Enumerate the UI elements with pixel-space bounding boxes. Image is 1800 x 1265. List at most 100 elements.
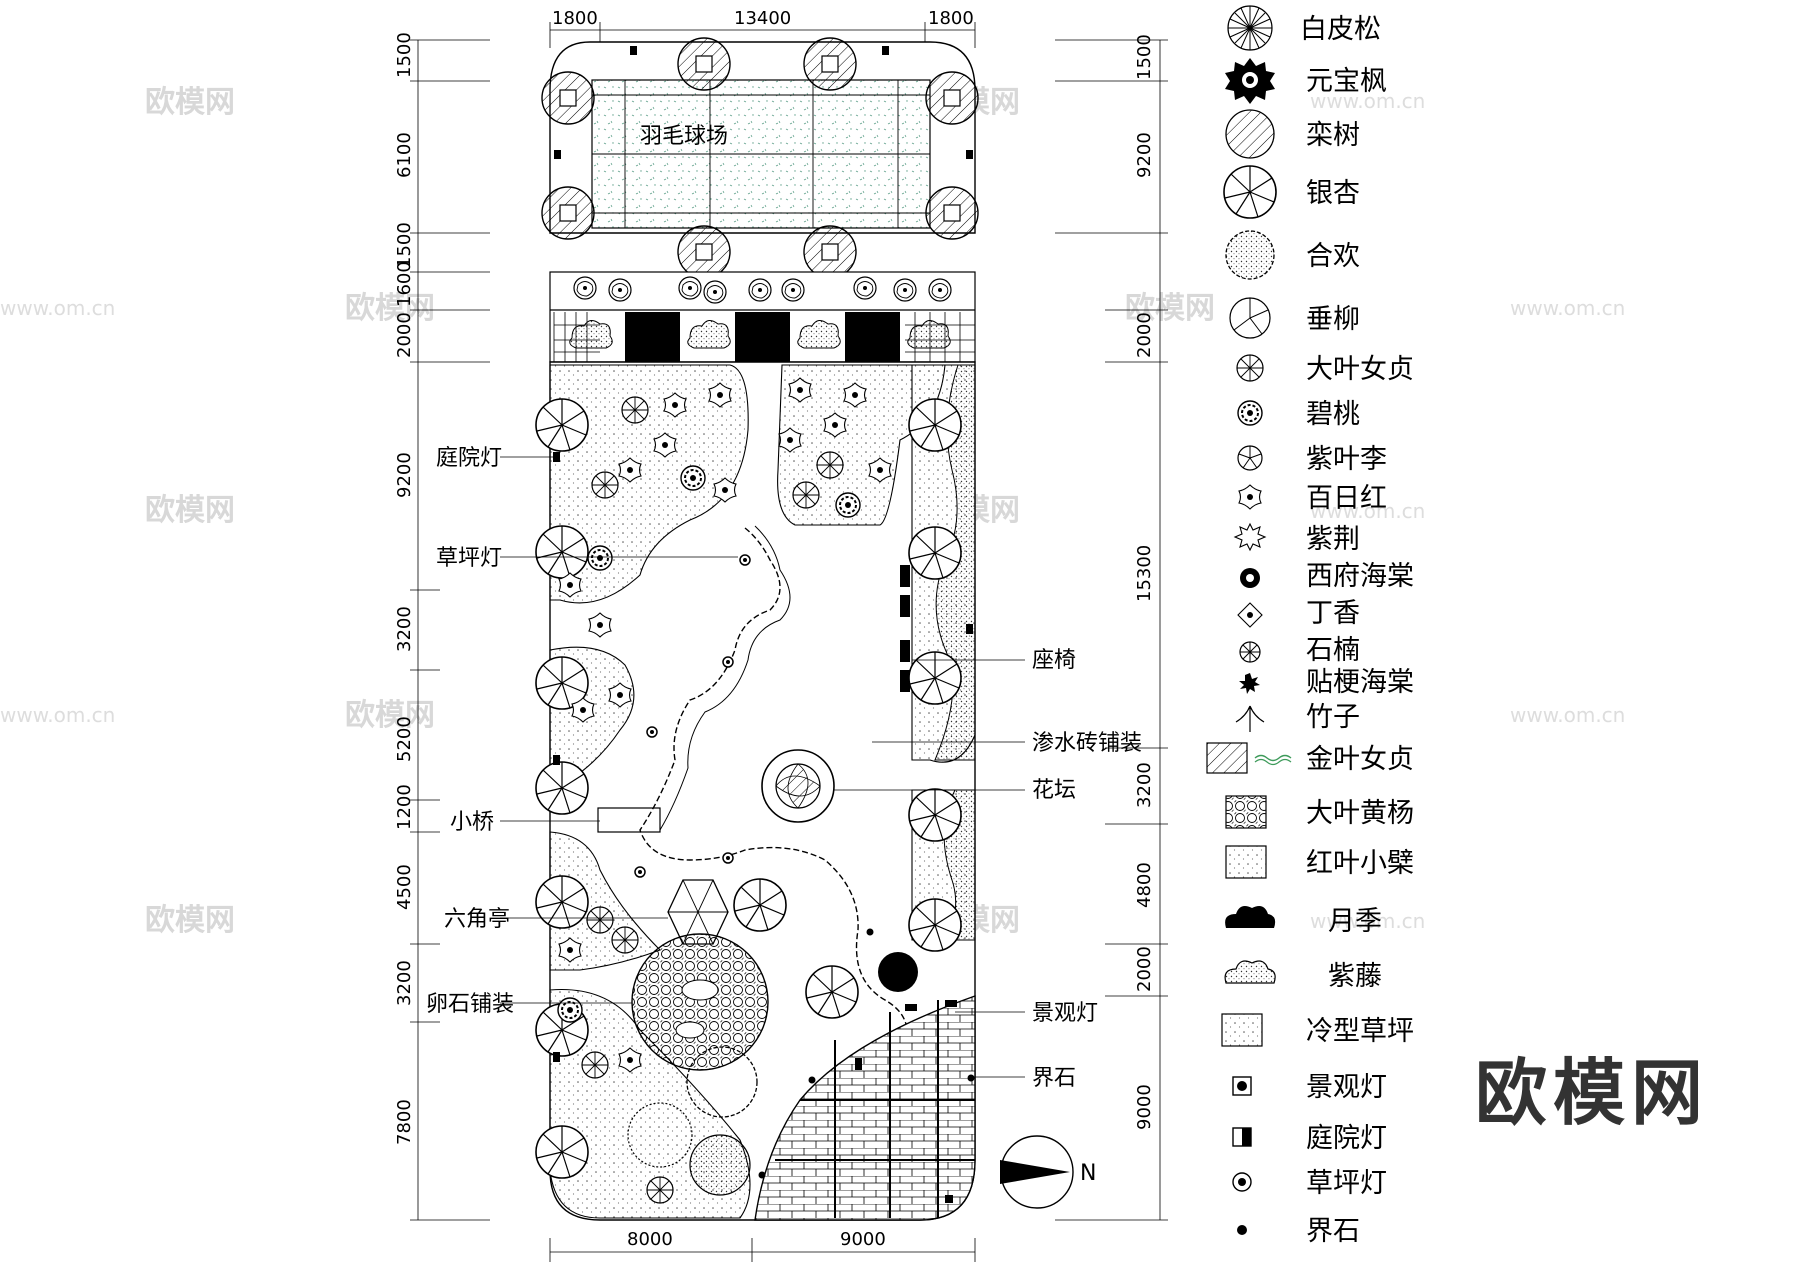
lawn-icon (1221, 1013, 1263, 1047)
label-landscape-light: 景观灯 (1032, 1001, 1098, 1026)
legend-label-peach: 碧桃 (1306, 399, 1360, 430)
pine-tree (627, 1102, 693, 1168)
small-bridge[interactable] (597, 807, 661, 833)
stream (639, 527, 908, 1131)
flower-bed[interactable] (761, 749, 835, 823)
permeable-brick-plaza (754, 995, 976, 1221)
dim-left-11: 3200 (394, 960, 415, 1006)
bench[interactable] (900, 565, 910, 692)
watermark-text: 欧模网 (1125, 291, 1215, 326)
goldenrain-tree-icon (1225, 109, 1275, 159)
boxwood-icon (1225, 795, 1267, 829)
label-permeable-paving: 渗水砖铺装 (1032, 731, 1142, 756)
top-dimension-line: 1800 13400 1800 (549, 8, 976, 48)
dim-top-2: 13400 (734, 8, 791, 29)
legend-label-lawn: 冷型草坪 (1306, 1016, 1414, 1047)
label-flower-bed: 花坛 (1032, 778, 1076, 803)
legend-label-redbud: 紫荆 (1306, 524, 1360, 555)
dim-left-8: 5200 (394, 716, 415, 762)
rose-icon (1225, 906, 1276, 928)
label-small-bridge: 小桥 (450, 810, 494, 835)
legend-label-lawn-light: 草坪灯 (1306, 1168, 1387, 1199)
watermark-url: www.om.cn (1310, 499, 1425, 523)
watermark-text: 欧模网 (145, 903, 235, 938)
watermark-text: 欧模网 (145, 493, 235, 528)
legend-label-purple-plum: 紫叶李 (1306, 444, 1387, 475)
dark-tree (878, 952, 918, 992)
silk-tree-icon (1225, 230, 1275, 280)
dim-left-6: 9200 (394, 452, 415, 498)
flowering-quince-icon (1239, 673, 1260, 694)
glossy-privet-icon (1236, 354, 1264, 382)
north-label: N (1080, 1161, 1096, 1186)
north-arrow: N (1000, 1135, 1096, 1209)
right-dimension-line: 1500 9200 2000 15300 3200 4800 2000 9000 (1055, 34, 1168, 1221)
dim-right-4: 15300 (1134, 545, 1155, 602)
dim-right-7: 2000 (1134, 946, 1155, 992)
dim-left-12: 7800 (394, 1099, 415, 1145)
legend-label-silk-tree: 合欢 (1306, 241, 1360, 272)
dim-left-7: 3200 (394, 606, 415, 652)
boundary-stone-icon (1237, 1225, 1247, 1235)
dim-left-5: 2000 (394, 312, 415, 358)
label-lawn-light: 草坪灯 (436, 546, 502, 571)
site-plan: 羽毛球场 (535, 37, 979, 1221)
legend-label-lilac: 丁香 (1306, 598, 1360, 629)
bottom-dimension-line: 8000 9000 (549, 1229, 976, 1262)
label-bench: 座椅 (1032, 648, 1076, 673)
dim-right-2: 9200 (1134, 132, 1155, 178)
dim-left-2: 6100 (394, 132, 415, 178)
legend-label-goldenrain-tree: 栾树 (1306, 120, 1360, 151)
legend-label-photinia: 石楠 (1306, 635, 1360, 666)
landscape-light-marks (855, 1000, 957, 1203)
dim-top-3: 1800 (928, 8, 974, 29)
shantung-maple-icon (1225, 58, 1275, 104)
courtyard-lights-garden (553, 452, 973, 1062)
left-callouts: 庭院灯 草坪灯 小桥 六角亭 卵石铺装 (426, 446, 738, 1017)
legend-label-wisteria: 紫藤 (1328, 961, 1382, 992)
planter-blocks (625, 312, 900, 367)
legend-label-golden-privet: 金叶女贞 (1306, 744, 1414, 775)
lawn-light-icon (1232, 1172, 1252, 1192)
watermark-url: www.om.cn (0, 296, 115, 320)
dim-left-4: 1600 (394, 261, 415, 307)
dim-left-1: 1500 (394, 32, 415, 78)
lacebark-pine-icon (1227, 5, 1273, 51)
courtyard-light-marks (554, 46, 973, 159)
dim-right-8: 9000 (1134, 1084, 1155, 1130)
dim-right-3: 2000 (1134, 312, 1155, 358)
legend-label-landscape-light: 景观灯 (1306, 1072, 1387, 1103)
legend-label-boxwood: 大叶黄杨 (1306, 798, 1414, 829)
golden-privet-icon (1206, 742, 1292, 774)
legend-label-shantung-maple: 元宝枫 (1306, 66, 1387, 97)
dim-top-1: 1800 (552, 8, 598, 29)
redbud-icon (1233, 522, 1267, 552)
left-dimension-line: 1500 6100 1500 1600 2000 9200 3200 5200 … (394, 32, 490, 1221)
legend-label-boundary-stone: 界石 (1306, 1216, 1360, 1247)
legend-label-crabapple: 西府海棠 (1306, 561, 1414, 592)
silk-tree-2 (689, 1134, 751, 1196)
dim-left-10: 4500 (394, 864, 415, 910)
photinia-icon (1239, 641, 1261, 663)
wisteria-icon (1224, 960, 1276, 984)
legend-label-ginkgo: 银杏 (1306, 178, 1360, 209)
boundary-stones (758, 928, 975, 1179)
legend-label-flowering-quince: 贴梗海棠 (1306, 667, 1414, 698)
legend: 白皮松 元宝枫 栾树 银杏 合欢 垂柳 大叶女贞 碧桃 紫叶李 百日红 紫荆 西… (1206, 5, 1414, 1247)
badminton-court-label: 羽毛球场 (640, 124, 728, 149)
watermark-text: 欧模网 (345, 291, 435, 326)
rose-clusters (569, 320, 951, 349)
silk-tree (686, 1046, 758, 1118)
label-hexagonal-pavilion: 六角亭 (444, 907, 510, 932)
label-boundary-stone: 界石 (1032, 1066, 1076, 1091)
pebble-paving (631, 933, 769, 1071)
legend-label-crape-myrtle: 百日红 (1306, 483, 1387, 514)
dim-right-6: 4800 (1134, 862, 1155, 908)
legend-label-bamboo: 竹子 (1306, 702, 1360, 733)
barberry-icon (1225, 845, 1267, 879)
watermark-url: www.om.cn (1510, 703, 1625, 727)
legend-label-courtyard-light: 庭院灯 (1306, 1123, 1387, 1154)
crabapple-icon (1240, 568, 1260, 588)
lilac-icon (1237, 602, 1263, 628)
watermark-text: 欧模网 (345, 698, 435, 733)
